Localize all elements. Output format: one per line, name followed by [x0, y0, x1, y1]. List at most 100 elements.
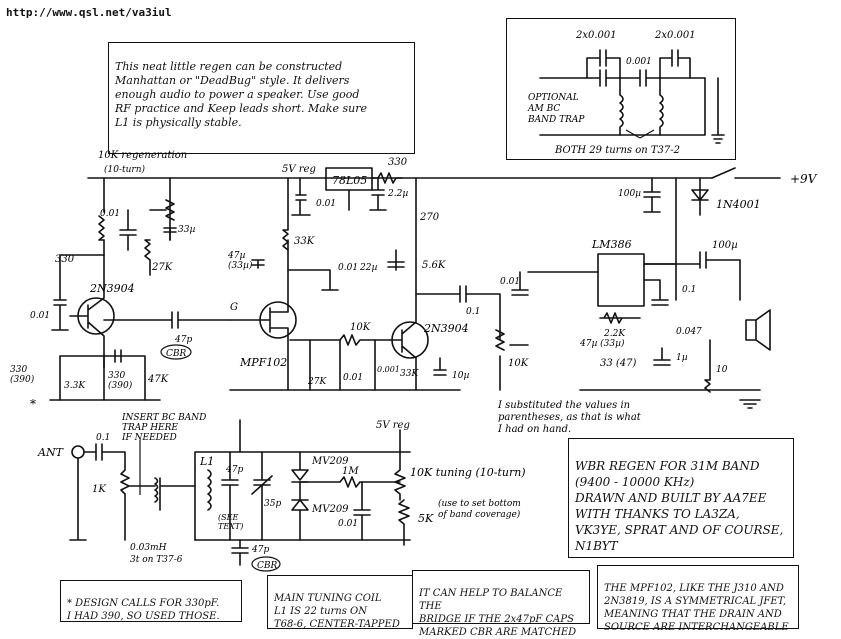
c2u2-label: 2.2µ — [387, 189, 408, 199]
intro-note: This neat little regen can be constructe… — [115, 60, 367, 129]
lm386-label: LM386 — [591, 238, 632, 251]
substituted-note-line: I substituted the values in — [497, 400, 630, 411]
r1m-label: 1M — [342, 466, 359, 477]
antenna-jack — [71, 445, 85, 459]
c33-47-label: 33 (47) — [600, 358, 637, 369]
bc-trap-box — [506, 18, 736, 160]
ant-label: ANT — [37, 446, 65, 459]
coil-note-box: MAIN TUNING COIL L1 IS 22 turns ON T68-6… — [267, 575, 413, 630]
see-text-line: (SEE — [218, 513, 238, 522]
source-url: http://www.qsl.net/va3iul — [6, 6, 172, 19]
q2-mpf102 — [259, 301, 297, 339]
r1k-label: 1K — [92, 484, 106, 495]
design-note: * DESIGN CALLS FOR 330pF. I HAD 390, SO … — [67, 598, 220, 622]
q3-2n3904 — [391, 321, 429, 359]
plus9v-label: +9V — [790, 172, 818, 186]
c47u-label-line: 47µ — [227, 251, 245, 261]
c01-coupling: 0.1 — [466, 307, 480, 317]
r10k-vol: 10K — [508, 358, 529, 369]
reg-label: 78L05 — [332, 174, 367, 187]
r330-reg: 330 — [388, 157, 408, 168]
r27k-b: 27K — [307, 377, 327, 387]
fine-pot: 5K — [418, 512, 434, 525]
power-switch — [711, 167, 781, 179]
r330-390a: 330(390) — [10, 365, 35, 385]
design-note-box: * DESIGN CALLS FOR 330pF. I HAD 390, SO … — [60, 580, 242, 622]
c01-out: 0.1 — [682, 285, 696, 295]
r330-390a-line: 330 — [10, 365, 27, 375]
c33u-label: 33µ — [178, 225, 195, 235]
speaker — [745, 309, 771, 351]
c001-tune: 0.01 — [338, 519, 358, 529]
cbr1-label: CBR — [166, 349, 187, 359]
jfet-note: THE MPF102, LIKE THE J310 AND 2N3819, IS… — [604, 583, 789, 633]
r2k2-label: 2.2K — [603, 329, 626, 339]
choke-label: 0.03mH 3t on T37-6 — [130, 543, 183, 565]
cbr2-label: CBR — [257, 561, 278, 571]
jfet-note-box: THE MPF102, LIKE THE J310 AND 2N3819, IS… — [597, 565, 799, 633]
intro-note-box: This neat little regen can be constructe… — [108, 42, 415, 154]
c100u-supply: 100µ — [618, 189, 641, 199]
asterisk-mark: * — [30, 397, 36, 411]
c001-q3: 0.01 — [343, 373, 363, 383]
q1-2n3904 — [77, 297, 115, 335]
c1u-label: 1µ — [676, 353, 688, 363]
see-text-line: TEXT) — [218, 522, 243, 531]
r27k-a: 27K — [151, 262, 173, 273]
d1-label: 1N4001 — [716, 198, 761, 211]
r330-390b: 330(390) — [108, 371, 133, 391]
choke-label-line: 0.03mH — [130, 543, 167, 553]
r33k-a: 33K — [294, 236, 315, 247]
q1-label: 2N3904 — [89, 282, 135, 295]
q2-label: MPF102 — [239, 356, 287, 369]
balance-note: IT CAN HELP TO BALANCE THE BRIDGE IF THE… — [419, 588, 577, 638]
r47k-label: 47K — [147, 374, 169, 385]
substituted-note-line: I had on hand. — [497, 424, 571, 435]
insert-bc-note-line: INSERT BC BAND — [121, 413, 206, 423]
c47p-cbr1: 47p — [174, 335, 192, 345]
r330-390b-line: 330 — [108, 371, 125, 381]
r10-label: 10 — [716, 365, 728, 375]
c22u-label: 22µ — [359, 263, 377, 273]
substituted-note-line: parentheses, as that is what — [498, 412, 642, 423]
c47p-tank: 47p — [225, 465, 243, 475]
c47u-label: 47µ(33µ) — [227, 251, 253, 271]
gate-label: G — [230, 302, 238, 313]
c35p-label: 35p — [264, 499, 281, 509]
c001-q2: 0.01 — [338, 263, 358, 273]
insert-bc-note-line: IF NEEDED — [121, 433, 177, 443]
c47u33-label: 47µ (33µ) — [579, 338, 625, 349]
balance-note-box: IT CAN HELP TO BALANCE THE BRIDGE IF THE… — [412, 570, 590, 638]
reg5v-tune: 5V reg — [376, 420, 410, 431]
coil-note: MAIN TUNING COIL L1 IS 22 turns ON T68-6… — [274, 593, 400, 630]
title-block-text: WBR REGEN FOR 31M BAND (9400 - 10000 KHz… — [575, 459, 784, 553]
r10k-a: 10K — [350, 322, 371, 333]
tuning-pot: 10K tuning (10-turn) — [410, 466, 526, 479]
r33k-b: 33K — [400, 369, 419, 379]
l1-label: L1 — [199, 455, 214, 468]
c001-reg: 0.01 — [316, 199, 336, 209]
c001-left: 0.01 — [30, 311, 50, 321]
title-block: WBR REGEN FOR 31M BAND (9400 - 10000 KHz… — [568, 438, 794, 558]
c01-ant: 0.1 — [96, 433, 110, 443]
insert-bc-note-line: TRAP HERE — [122, 423, 178, 433]
choke-label-line: 3t on T37-6 — [130, 555, 183, 565]
r330-label: 330 — [55, 254, 75, 265]
c100u-out: 100µ — [712, 240, 738, 251]
fine-note-line: (use to set bottom — [438, 498, 521, 509]
r330-390b-line: (390) — [108, 380, 133, 391]
c001-regen: 0.01 — [100, 209, 120, 219]
r270-label: 270 — [419, 212, 440, 223]
r5k6-label: 5.6K — [422, 260, 446, 271]
r330-390a-line: (390) — [10, 374, 35, 385]
mv209-a: MV209 — [311, 456, 349, 467]
mv209-b: MV209 — [311, 504, 349, 515]
c47u-label-line: (33µ) — [228, 260, 253, 271]
r3k3-label: 3.3K — [64, 381, 86, 391]
lm386-ic — [597, 253, 645, 307]
c10u-label: 10µ — [452, 371, 469, 381]
